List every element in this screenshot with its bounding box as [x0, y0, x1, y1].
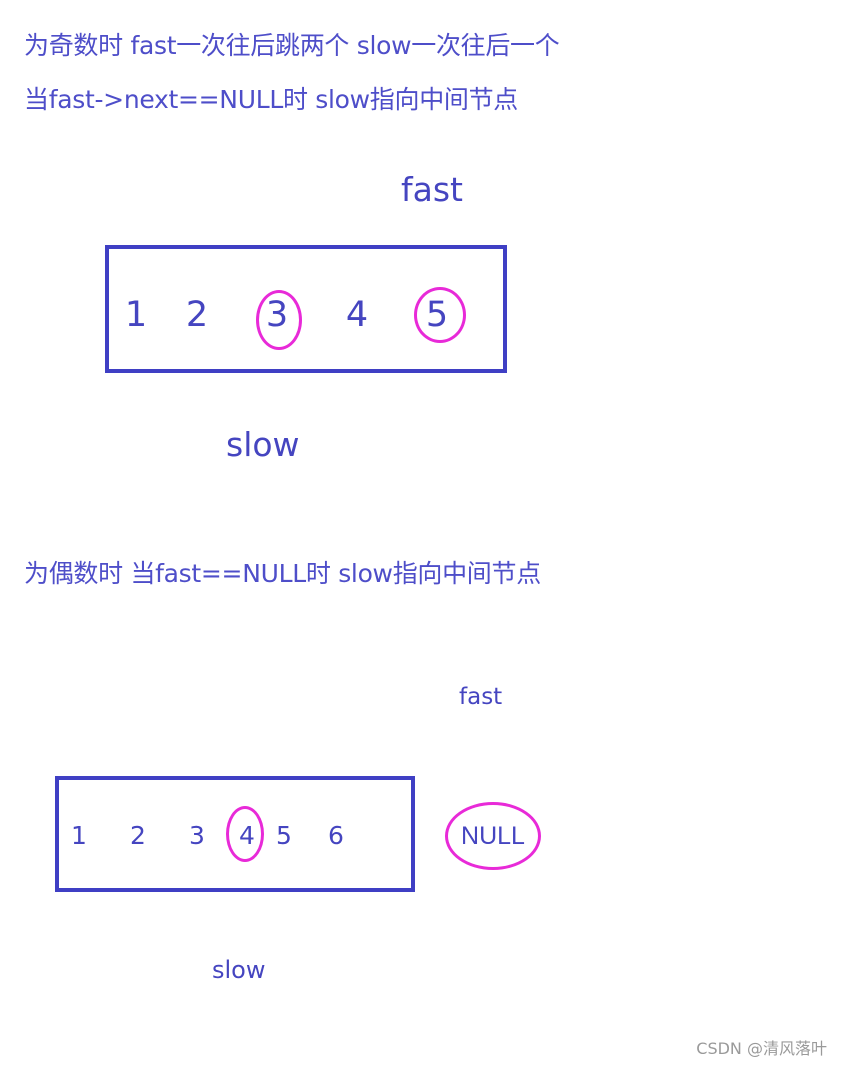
even-case-text: 为偶数时 当fast==NULL时 slow指向中间节点 — [24, 559, 541, 588]
even-node-5: 5 — [276, 821, 292, 850]
odd-node-1: 1 — [124, 295, 148, 335]
odd-node-4: 4 — [345, 295, 369, 335]
csdn-watermark: CSDN @清风落叶 — [696, 1039, 827, 1058]
odd-list-box — [105, 245, 507, 373]
odd-node-2: 2 — [185, 295, 209, 335]
even-node-4-highlight-circle — [226, 806, 264, 862]
even-list-box — [55, 776, 415, 892]
odd-case-text: 为奇数时 fast一次往后跳两个 slow一次往后一个 — [24, 31, 560, 60]
even-fast-label: fast — [459, 684, 503, 710]
even-node-3: 3 — [189, 821, 205, 850]
even-node-2: 2 — [130, 821, 146, 850]
null-label: NULL — [461, 822, 525, 850]
odd-node-3-highlight-circle — [256, 290, 302, 350]
odd-slow-label: slow — [226, 425, 300, 464]
odd-condition-text: 当fast->next==NULL时 slow指向中间节点 — [24, 85, 519, 114]
odd-fast-label: fast — [401, 170, 463, 209]
even-slow-label: slow — [212, 956, 266, 984]
even-node-1: 1 — [71, 821, 87, 850]
even-node-6: 6 — [328, 821, 344, 850]
odd-node-5-highlight-circle — [414, 287, 466, 343]
null-highlight-circle — [445, 802, 541, 870]
